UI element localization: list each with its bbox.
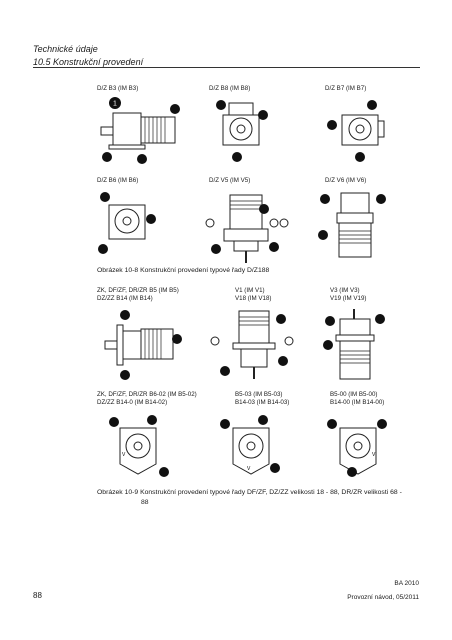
drawing-b5-00: V xyxy=(327,419,387,477)
drawing-b5-03: V xyxy=(220,415,280,475)
footer-page-number: 88 xyxy=(33,591,42,600)
label-b5-00: B5-00 (IM B5-00) xyxy=(330,391,378,398)
label-b6: D/Z B6 (IM B6) xyxy=(97,177,139,184)
drawing-v5 xyxy=(205,194,289,263)
label-v19: V19 (IM V19) xyxy=(330,295,367,302)
label-b14-00: B14-00 (IM B14-00) xyxy=(330,399,385,406)
drawing-v3 xyxy=(323,309,385,380)
label-b14-03: B14-03 (IM B14-03) xyxy=(235,399,290,406)
figure-10-9-caption: Obrázek 10-9 Konstrukční provedení typov… xyxy=(97,488,422,508)
drawing-b5-02: V xyxy=(109,415,169,477)
drawing-b7 xyxy=(327,100,385,162)
label-b5-03: B5-03 (IM B5-03) xyxy=(235,391,283,398)
footer-doc-title: Provozní návod, 05/2011 xyxy=(347,594,419,601)
figure-10-9-caption-line1: Obrázek 10-9 Konstrukční provedení typov… xyxy=(97,489,402,496)
header-section: Technické údaje xyxy=(33,44,98,54)
label-b8: D/Z B8 (IM B8) xyxy=(209,85,251,92)
drawing-v6 xyxy=(318,192,386,258)
svg-text:V: V xyxy=(372,452,376,458)
svg-text:V: V xyxy=(247,466,251,472)
label-b5-02: ZK, DF/ZF, DR/ZR B6-02 (IM B5-02) xyxy=(97,391,197,398)
marker-1-icon xyxy=(109,97,121,109)
drawing-b3: 1 xyxy=(100,97,180,164)
drawing-b6 xyxy=(98,192,156,254)
header-rule xyxy=(33,67,420,68)
figure-10-8-caption: Obrázek 10-8 Konstrukční provedení typov… xyxy=(97,267,270,274)
drawing-b8 xyxy=(216,100,268,162)
label-v6: D/Z V6 (IM V6) xyxy=(325,177,367,184)
label-v3: V3 (IM V3) xyxy=(330,287,360,294)
header-subsection: 10.5 Konstrukční provedení xyxy=(33,57,144,67)
label-b14-02: DZ/ZZ B14-0 (IM B14-02) xyxy=(97,399,168,406)
svg-text:V: V xyxy=(122,452,126,458)
label-v18: V18 (IM V18) xyxy=(235,295,272,302)
label-v5: D/Z V5 (IM V5) xyxy=(209,177,251,184)
footer-doc-code: BA 2010 xyxy=(394,580,419,587)
label-b5: ZK, DF/ZF, DR/ZR B5 (IM B5) xyxy=(97,287,179,294)
label-b14: DZ/ZZ B14 (IM B14) xyxy=(97,295,153,302)
svg-text:1: 1 xyxy=(113,101,117,108)
figure-10-9-caption-line2: 88 xyxy=(141,499,149,506)
label-b7: D/Z B7 (IM B7) xyxy=(325,85,367,92)
label-v1: V1 (IM V1) xyxy=(235,287,265,294)
drawing-v1 xyxy=(210,310,294,379)
drawing-b5 xyxy=(104,310,182,380)
label-b3: D/Z B3 (IM B3) xyxy=(97,85,139,92)
